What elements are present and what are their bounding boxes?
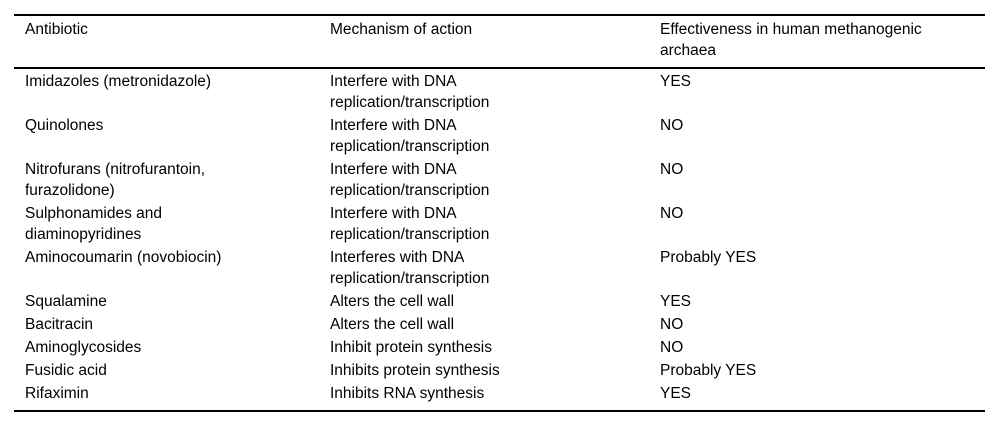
table-row: Sulphonamides and diaminopyridines Interf… xyxy=(25,202,985,246)
table-row: Nitrofurans (nitrofurantoin, furazolidon… xyxy=(25,158,985,202)
column-header-antibiotic: Antibiotic xyxy=(25,21,88,38)
cell-antibiotic: Aminocoumarin (novobiocin) xyxy=(25,249,222,266)
cell-effectiveness: NO xyxy=(660,117,684,134)
cell-mechanism: Alters the cell wall xyxy=(330,293,455,310)
table-header-row: Antibiotic Mechanism of action Effective… xyxy=(14,16,985,69)
cell-effectiveness: YES xyxy=(660,385,692,402)
cell-mechanism: Interferes with DNA replication/transcri… xyxy=(330,249,490,287)
cell-mechanism: Inhibit protein synthesis xyxy=(330,339,492,356)
cell-antibiotic: Imidazoles (metronidazole) xyxy=(25,73,212,90)
column-header-effectiveness: Effectiveness in human methanogenic arch… xyxy=(660,21,922,59)
table-row: Quinolones Interfere with DNA replication… xyxy=(25,114,985,158)
cell-mechanism: Interfere with DNA replication/transcrip… xyxy=(330,117,490,155)
cell-antibiotic: Fusidic acid xyxy=(25,362,107,379)
cell-antibiotic: Nitrofurans (nitrofurantoin, furazolidon… xyxy=(25,161,206,199)
cell-antibiotic: Quinolones xyxy=(25,117,104,134)
cell-mechanism: Interfere with DNA replication/transcrip… xyxy=(330,161,490,199)
cell-effectiveness: YES xyxy=(660,293,692,310)
cell-effectiveness: YES xyxy=(660,73,692,90)
cell-effectiveness: Probably YES xyxy=(660,362,757,379)
cell-effectiveness: NO xyxy=(660,339,684,356)
table-row: Fusidic acid Inhibits protein synthesis Pr… xyxy=(25,359,985,382)
cell-antibiotic: Bacitracin xyxy=(25,316,94,333)
cell-mechanism: Interfere with DNA replication/transcrip… xyxy=(330,205,490,243)
table-row: Aminoglycosides Inhibit protein synthesis… xyxy=(25,336,985,359)
cell-antibiotic: Aminoglycosides xyxy=(25,339,142,356)
cell-effectiveness: NO xyxy=(660,161,684,178)
table-body: Imidazoles (metronidazole) Interfere with… xyxy=(14,69,985,410)
cell-effectiveness: Probably YES xyxy=(660,249,757,266)
table-row: Rifaximin Inhibits RNA synthesis YES xyxy=(25,382,985,405)
cell-antibiotic: Rifaximin xyxy=(25,385,89,402)
table-row: Bacitracin Alters the cell wall NO xyxy=(25,313,985,336)
table-row: Squalamine Alters the cell wall YES xyxy=(25,290,985,313)
cell-antibiotic: Squalamine xyxy=(25,293,107,310)
cell-effectiveness: NO xyxy=(660,205,684,222)
table-row: Aminocoumarin (novobiocin) Interferes wit… xyxy=(25,246,985,290)
cell-mechanism: Interfere with DNA replication/transcrip… xyxy=(330,73,490,111)
antibiotics-effectiveness-table: Antibiotic Mechanism of action Effective… xyxy=(14,14,985,412)
cell-effectiveness: NO xyxy=(660,316,684,333)
cell-mechanism: Inhibits RNA synthesis xyxy=(330,385,485,402)
cell-mechanism: Inhibits protein synthesis xyxy=(330,362,500,379)
cell-antibiotic: Sulphonamides and diaminopyridines xyxy=(25,205,163,243)
cell-mechanism: Alters the cell wall xyxy=(330,316,455,333)
table-row: Imidazoles (metronidazole) Interfere with… xyxy=(25,70,985,114)
column-header-mechanism: Mechanism of action xyxy=(330,21,473,38)
